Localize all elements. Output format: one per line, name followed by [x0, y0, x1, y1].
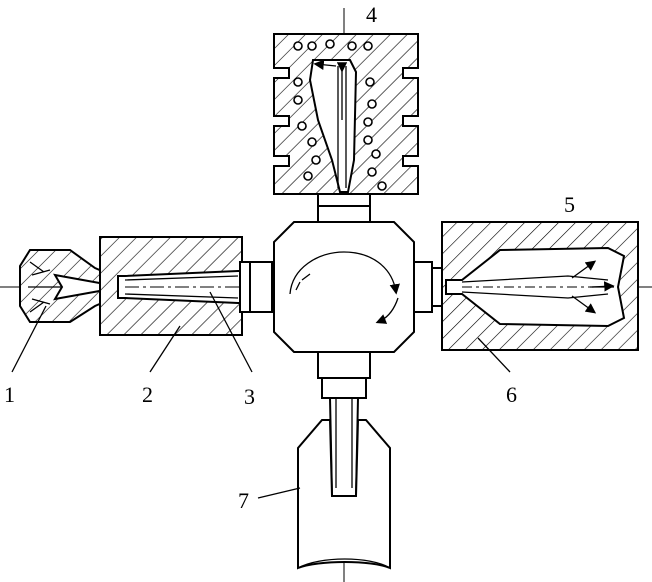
label-4: 4 — [366, 2, 377, 27]
heating-channels — [293, 39, 387, 191]
left-core-holder — [239, 261, 273, 313]
injection-nozzle — [19, 249, 119, 323]
rotary-turret — [273, 221, 415, 353]
label-2: 2 — [142, 382, 153, 407]
conditioning-mold — [273, 33, 419, 195]
label-6: 6 — [506, 382, 517, 407]
bottom-core-holder — [317, 351, 371, 399]
label-5: 5 — [564, 192, 575, 217]
blow-mold — [441, 221, 639, 351]
label-3: 3 — [244, 384, 255, 409]
leader-lines — [11, 291, 511, 499]
label-1: 1 — [4, 382, 15, 407]
injection-mold — [99, 236, 243, 336]
finished-bottle — [297, 397, 391, 570]
label-7: 7 — [238, 488, 249, 513]
